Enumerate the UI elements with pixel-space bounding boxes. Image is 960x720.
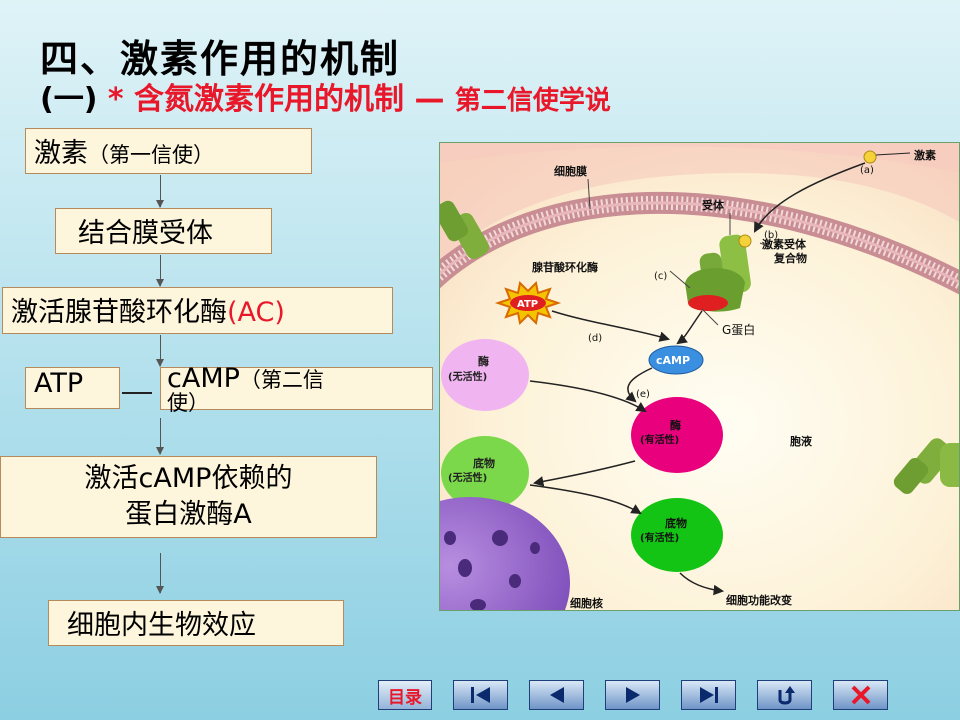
flow-ac-label: 激活腺苷酸环化酶	[11, 297, 227, 328]
enzyme-active	[631, 397, 723, 473]
flow-box-effect: 细胞内生物效应	[48, 600, 344, 646]
label-receptor: 受体	[702, 198, 725, 212]
substrate-inactive-2: (无活性)	[448, 471, 487, 484]
next-slide-button[interactable]	[605, 680, 660, 710]
label-cytoplasm: 胞液	[790, 434, 813, 448]
substrate-active	[631, 498, 723, 572]
nucleus-shape	[440, 497, 570, 610]
substrate-active-1: 底物	[665, 516, 687, 530]
last-icon	[699, 687, 718, 703]
flow-atp-connector	[122, 392, 152, 394]
prev-icon	[549, 687, 564, 703]
enzyme-active-1: 酶	[670, 418, 681, 432]
label-membrane: 细胞膜	[554, 164, 587, 178]
label-e: (e)	[636, 389, 650, 400]
subtitle-theory: 第二信使学说	[454, 86, 611, 116]
label-complex-1: 激素受体	[762, 237, 807, 251]
close-icon	[851, 685, 870, 705]
menu-button[interactable]: 目录	[378, 680, 432, 710]
label-complex-2: 复合物	[773, 251, 807, 265]
receptor-shape	[685, 234, 751, 312]
flow-arrow-5	[156, 553, 164, 594]
flow-arrow-3	[156, 335, 164, 367]
slide-subtitle: (一) * 含氮激素作用的机制 — 第二信使学说	[40, 74, 611, 118]
flow-receptor-label: 结合膜受体	[78, 218, 213, 249]
prev-slide-button[interactable]	[529, 680, 584, 710]
flow-box-atp: ATP	[25, 367, 120, 409]
atp-text: ATP	[517, 299, 538, 310]
flow-effect-label: 细胞内生物效应	[67, 610, 256, 641]
menu-label: 目录	[388, 687, 422, 708]
enzyme-active-2: (有活性)	[640, 433, 679, 446]
flow-hormone-label: 激素	[34, 138, 88, 169]
flow-camp-note-1: （第二信	[239, 368, 324, 392]
substrate-active-2: (有活性)	[640, 531, 679, 544]
label-c: (c)	[654, 271, 667, 282]
label-b: (b)	[764, 230, 778, 241]
camp-text: cAMP	[656, 354, 690, 367]
substrate-inactive-1: 底物	[473, 456, 495, 470]
label-d: (d)	[588, 333, 602, 344]
flow-box-hormone: 激素（第一信使）	[25, 128, 312, 174]
first-slide-button[interactable]	[453, 680, 508, 710]
flow-camp-note-2: 使）	[167, 391, 209, 415]
flow-pka-line2: 蛋白激酶A	[125, 499, 252, 530]
label-function-change: 细胞功能改变	[726, 593, 792, 607]
label-ac: 腺苷酸环化酶	[532, 260, 598, 274]
first-icon	[470, 687, 490, 703]
flow-hormone-note: （第一信使）	[88, 143, 214, 167]
flow-arrow-1	[156, 175, 164, 208]
flow-camp-label: cAMP	[167, 363, 240, 394]
atp-burst	[494, 280, 562, 326]
flow-arrow-4	[156, 418, 164, 455]
flow-atp-label: ATP	[34, 368, 84, 399]
flow-arrow-2	[156, 255, 164, 287]
free-hormone	[863, 150, 877, 164]
enzyme-inactive	[441, 339, 529, 411]
subtitle-star: *	[107, 82, 135, 117]
enzyme-inactive-1: 酶	[478, 354, 489, 368]
label-g-protein: G蛋白	[722, 322, 755, 337]
next-icon	[625, 687, 640, 703]
slide-title: 四、激素作用的机制	[40, 37, 401, 81]
last-slide-button[interactable]	[681, 680, 736, 710]
flow-pka-line1: 激活cAMP依赖的	[84, 463, 293, 494]
label-nucleus: 细胞核	[570, 596, 603, 610]
subtitle-dash: —	[414, 82, 445, 117]
flow-box-camp: cAMP（第二信使）	[160, 365, 433, 414]
substrate-inactive	[441, 436, 529, 510]
return-button[interactable]	[757, 680, 812, 710]
flow-box-pka: 激活cAMP依赖的 蛋白激酶A	[0, 456, 377, 538]
flow-ac-abbr: (AC)	[227, 297, 285, 328]
exit-button[interactable]	[833, 680, 888, 710]
subtitle-prefix: (一)	[40, 82, 98, 117]
subtitle-main: 含氮激素作用的机制	[134, 82, 405, 117]
cell-diagram: 激素 (a) 细胞膜 受体 (b) 激素受体 复合物 腺苷酸环化酶 (c) AT…	[439, 142, 960, 611]
camp-node	[648, 345, 704, 375]
flow-box-receptor: 结合膜受体	[55, 208, 272, 254]
label-a: (a)	[860, 165, 874, 176]
flow-box-ac: 激活腺苷酸环化酶(AC)	[2, 287, 393, 334]
bound-hormone	[738, 234, 752, 248]
label-hormone: 激素	[914, 148, 936, 162]
cell-diagram-svg: 激素 (a) 细胞膜 受体 (b) 激素受体 复合物 腺苷酸环化酶 (c) AT…	[440, 143, 959, 610]
enzyme-inactive-2: (无活性)	[448, 370, 487, 383]
return-icon	[778, 686, 795, 705]
